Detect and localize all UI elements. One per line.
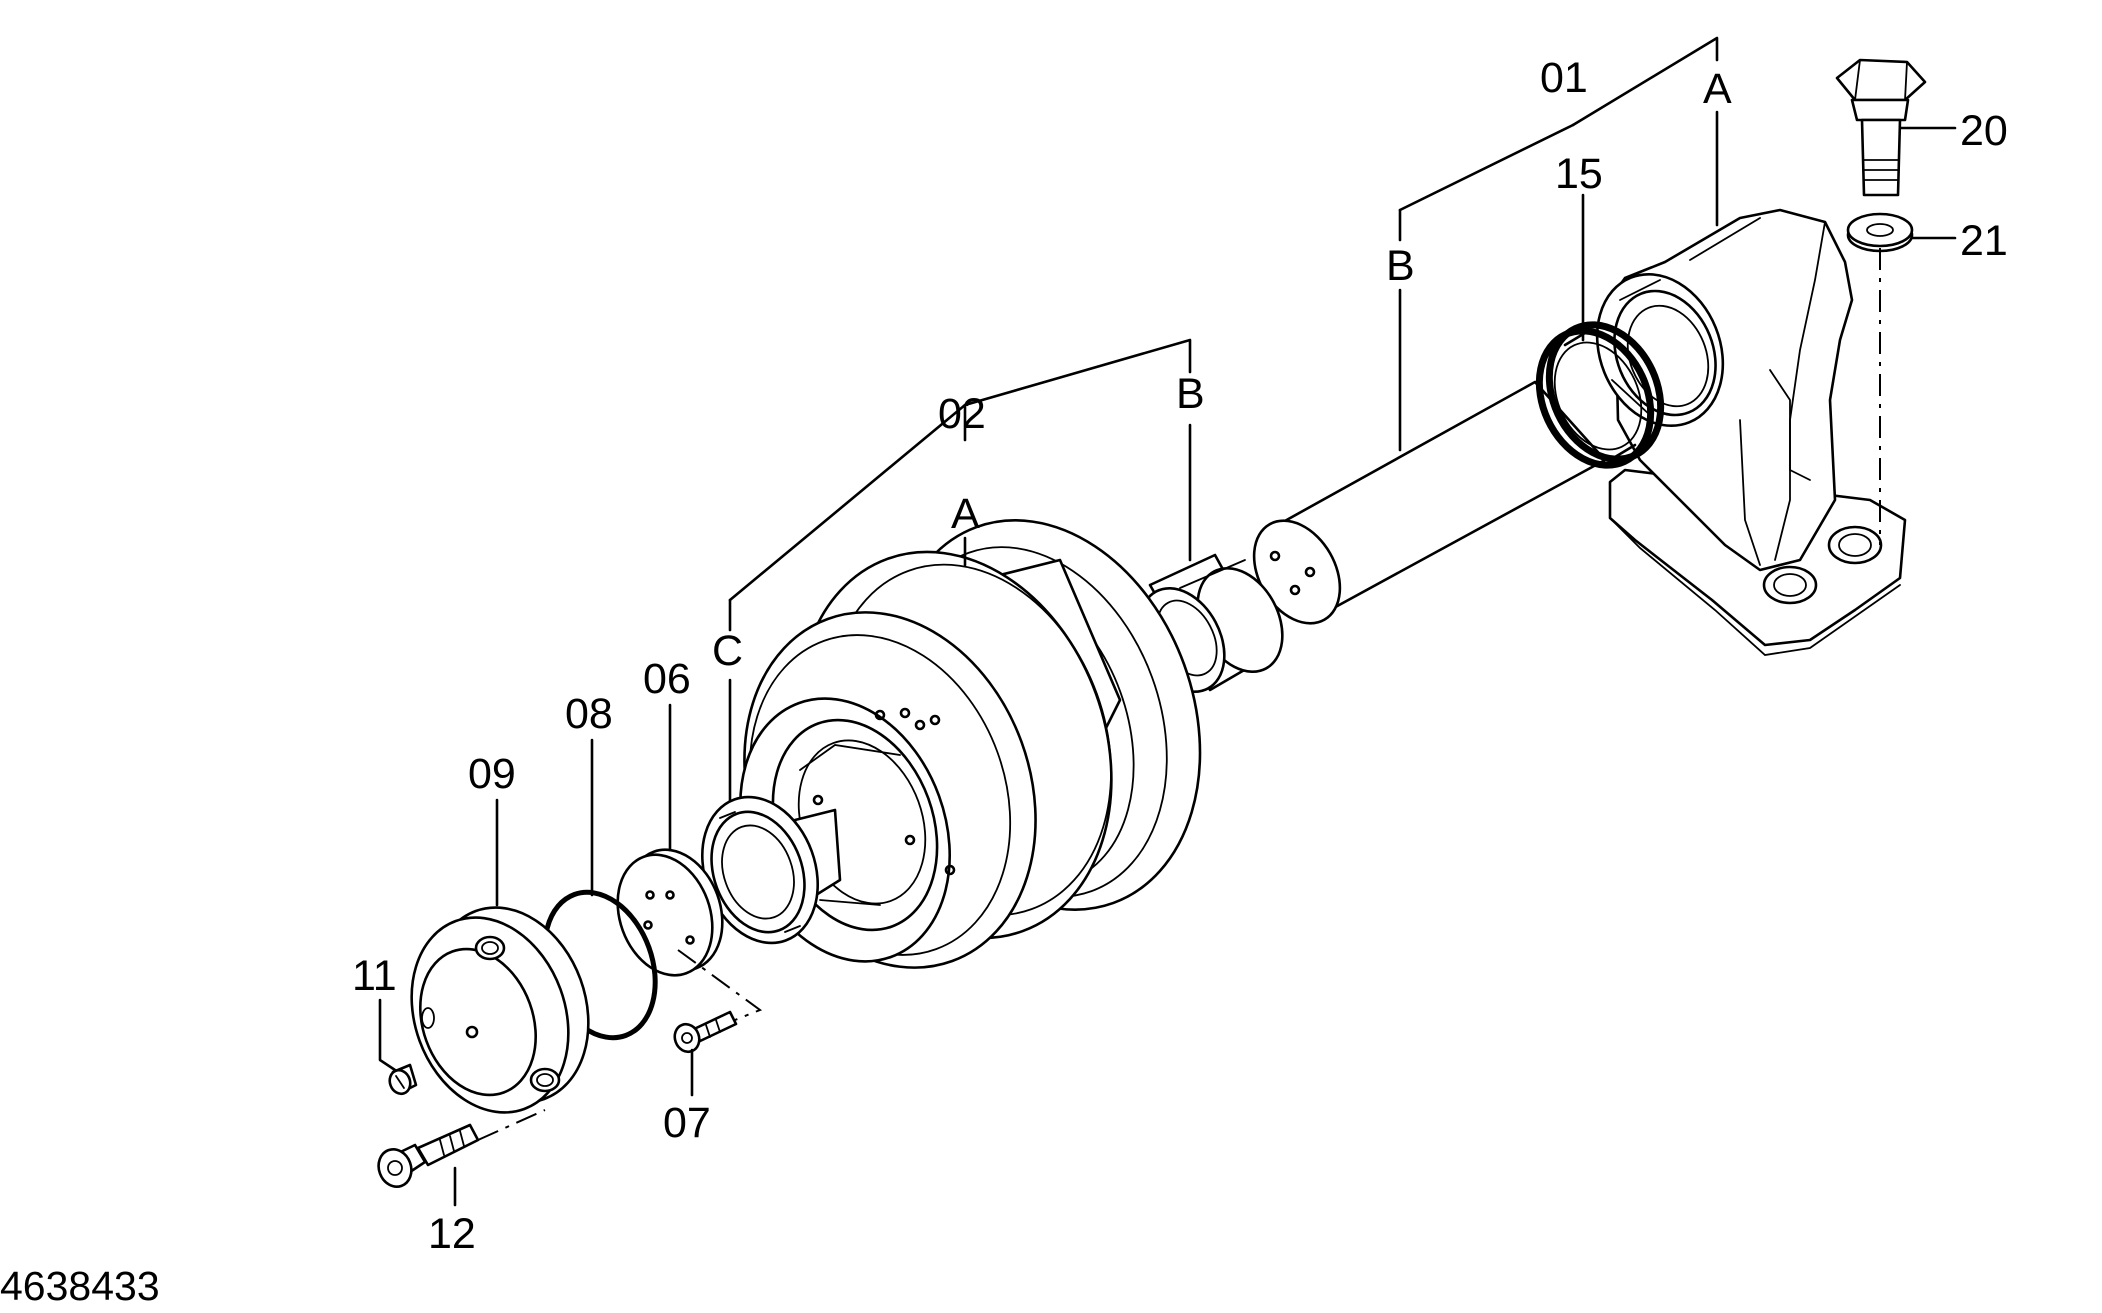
label-08: 08 bbox=[565, 690, 613, 738]
label-21: 21 bbox=[1960, 217, 2008, 265]
bolt-20 bbox=[1835, 58, 1927, 197]
label-12: 12 bbox=[428, 1210, 476, 1258]
roller bbox=[738, 519, 1202, 969]
label-01-a: A bbox=[1703, 65, 1732, 113]
label-20: 20 bbox=[1960, 107, 2008, 155]
plug-11 bbox=[388, 1063, 418, 1096]
label-02-a: A bbox=[951, 490, 980, 538]
label-11: 11 bbox=[352, 952, 397, 1000]
label-02-c: C bbox=[712, 627, 743, 675]
label-02: 02 bbox=[938, 390, 986, 438]
washer-21 bbox=[1846, 212, 1914, 253]
label-07: 07 bbox=[663, 1099, 711, 1147]
label-01-b: B bbox=[1386, 242, 1415, 290]
thrust-collar bbox=[701, 795, 842, 945]
end-cap-09 bbox=[410, 906, 590, 1114]
label-01: 01 bbox=[1540, 54, 1588, 102]
part-labels: 01 02 06 07 08 09 11 12 15 20 21 A B A B… bbox=[0, 54, 2008, 1309]
bracket-housing bbox=[1595, 208, 1907, 656]
screw-center-line bbox=[677, 949, 763, 1021]
screw-07 bbox=[673, 1010, 738, 1054]
label-15: 15 bbox=[1555, 150, 1603, 198]
label-06: 06 bbox=[643, 655, 691, 703]
bolt-12 bbox=[377, 1123, 480, 1188]
leader-lines bbox=[378, 36, 1957, 1207]
cover-plate-06 bbox=[616, 848, 724, 977]
label-09: 09 bbox=[468, 750, 516, 798]
bolt-12-center-line bbox=[477, 1109, 546, 1141]
document-number: 4638433 bbox=[0, 1263, 160, 1309]
label-02-b: B bbox=[1176, 370, 1205, 418]
seal-15 bbox=[1535, 321, 1665, 469]
